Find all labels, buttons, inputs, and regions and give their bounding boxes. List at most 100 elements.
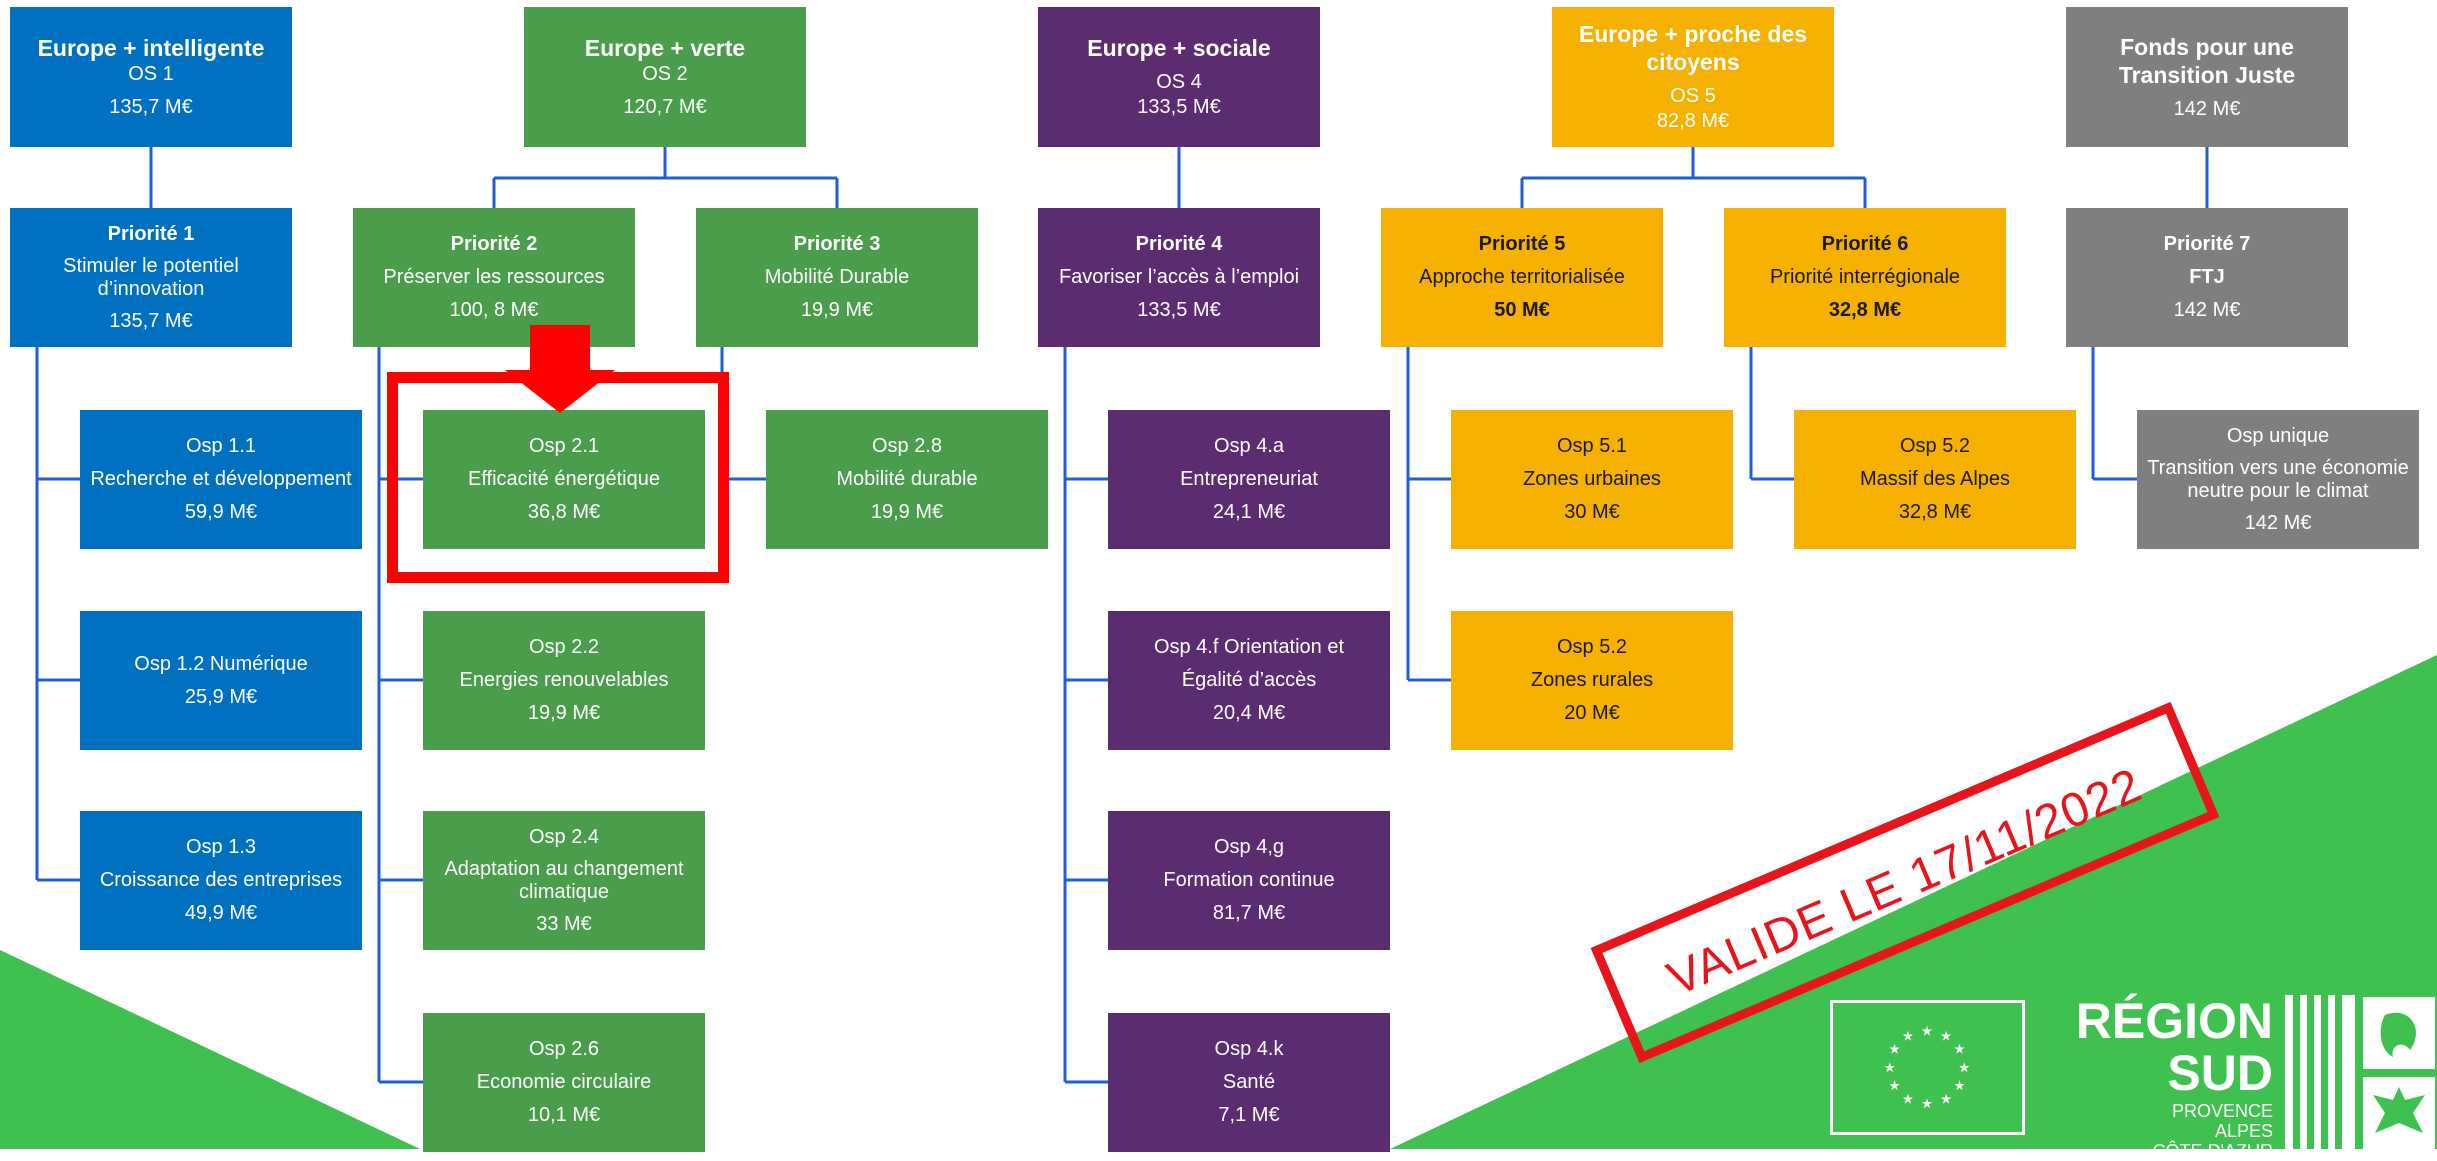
osp-code: Osp 4.a bbox=[1213, 435, 1285, 457]
osp-1-2: Osp 1.2 Numérique 25,9 M€ bbox=[80, 611, 362, 750]
objective-amount: 82,8 M€ bbox=[1656, 110, 1730, 132]
osp-4-a: Osp 4.a Entrepreneuriat 24,1 M€ bbox=[1108, 410, 1390, 549]
osp-2-4: Osp 2.4 Adaptation au changement climati… bbox=[423, 811, 705, 950]
osp-2-1: Osp 2.1 Efficacité énergétique 36,8 M€ bbox=[423, 410, 705, 549]
osp-code: Osp 1.1 bbox=[185, 435, 257, 457]
priority-6: Priorité 6 Priorité interrégionale 32,8 … bbox=[1724, 208, 2006, 347]
priority-title: Priorité 2 bbox=[450, 233, 538, 255]
osp-1-1: Osp 1.1 Recherche et développement 59,9 … bbox=[80, 410, 362, 549]
osp-label: Santé bbox=[1222, 1071, 1276, 1093]
objective-ftj: Fonds pour une Transition Juste 142 M€ bbox=[2066, 7, 2348, 147]
priority-label: Priorité interrégionale bbox=[1769, 266, 1961, 288]
objective-title: Europe + proche des citoyens bbox=[1578, 21, 1808, 75]
osp-code: Osp 2.1 bbox=[528, 435, 600, 457]
svg-text:★: ★ bbox=[1889, 1079, 1901, 1094]
osp-amount: 25,9 M€ bbox=[184, 685, 258, 708]
osp-label: Massif des Alpes bbox=[1859, 468, 2011, 490]
priority-1: Priorité 1 Stimuler le potentiel d’innov… bbox=[10, 208, 292, 347]
osp-amount: 81,7 M€ bbox=[1212, 902, 1286, 924]
priority-title: Priorité 7 bbox=[2163, 233, 2251, 255]
osp-code: Osp 5.1 bbox=[1556, 435, 1628, 457]
svg-text:★: ★ bbox=[1884, 1061, 1896, 1076]
objective-amount: 142 M€ bbox=[2173, 97, 2241, 120]
osp-code: Osp 4.k bbox=[1214, 1038, 1284, 1060]
priority-7: Priorité 7 FTJ 142 M€ bbox=[2066, 208, 2348, 347]
osp-code: Osp 1.3 bbox=[185, 836, 257, 858]
region-title-line2: SUD bbox=[2167, 1045, 2273, 1101]
osp-code: Osp 5.2 bbox=[1556, 636, 1628, 658]
priority-title: Priorité 5 bbox=[1478, 233, 1566, 255]
osp-code: Osp 5.2 bbox=[1899, 435, 1971, 457]
region-sub-line1: PROVENCE bbox=[2171, 1101, 2273, 1121]
priority-4: Priorité 4 Favoriser l’accès à l’emploi … bbox=[1038, 208, 1320, 347]
objective-title: Europe + intelligente bbox=[37, 35, 265, 61]
priority-amount: 133,5 M€ bbox=[1137, 299, 1221, 321]
osp-amount: 33 M€ bbox=[536, 912, 592, 935]
region-subtitle: PROVENCE ALPES CÔTE D'AZUR bbox=[2060, 1101, 2273, 1161]
region-sub-line2: ALPES bbox=[2214, 1121, 2273, 1141]
objective-code: OS 1 bbox=[128, 63, 174, 85]
objective-amount: 135,7 M€ bbox=[109, 96, 193, 118]
priority-title: Priorité 1 bbox=[107, 222, 195, 245]
osp-label: Mobilité durable bbox=[836, 468, 978, 490]
objective-title: Europe + sociale bbox=[1087, 35, 1271, 61]
osp-code: Osp 2.6 bbox=[528, 1038, 600, 1060]
osp-amount: 32,8 M€ bbox=[1898, 501, 1972, 523]
priority-3: Priorité 3 Mobilité Durable 19,9 M€ bbox=[696, 208, 978, 347]
osp-code: Osp 2.4 bbox=[528, 825, 600, 848]
priority-amount: 19,9 M€ bbox=[800, 299, 874, 321]
svg-text:★: ★ bbox=[1954, 1079, 1966, 1094]
priority-amount: 135,7 M€ bbox=[109, 309, 193, 332]
priority-amount: 32,8 M€ bbox=[1828, 299, 1902, 321]
svg-text:★: ★ bbox=[1921, 1024, 1933, 1039]
svg-text:★: ★ bbox=[1902, 1029, 1914, 1044]
objective-code: OS 4 bbox=[1156, 71, 1202, 93]
objective-os4: Europe + sociale OS 4 133,5 M€ bbox=[1038, 7, 1320, 147]
objective-code: OS 5 bbox=[1670, 85, 1716, 107]
osp-label: Croissance des entreprises bbox=[99, 869, 343, 891]
osp-5-2-rural: Osp 5.2 Zones rurales 20 M€ bbox=[1451, 611, 1733, 750]
objective-os1: Europe + intelligente OS 1 135,7 M€ bbox=[10, 7, 292, 147]
region-sub-line3: CÔTE D'AZUR bbox=[2152, 1141, 2273, 1161]
priority-label: Préserver les ressources bbox=[383, 266, 605, 288]
svg-text:★: ★ bbox=[1954, 1043, 1966, 1058]
priority-title: Priorité 3 bbox=[793, 233, 881, 255]
osp-amount: 49,9 M€ bbox=[184, 902, 258, 924]
osp-4-g: Osp 4,g Formation continue 81,7 M€ bbox=[1108, 811, 1390, 950]
osp-label: Zones urbaines bbox=[1523, 468, 1661, 490]
osp-amount: 142 M€ bbox=[2244, 511, 2312, 534]
osp-5-1: Osp 5.1 Zones urbaines 30 M€ bbox=[1451, 410, 1733, 549]
osp-label: Recherche et développement bbox=[90, 468, 352, 490]
priority-amount: 50 M€ bbox=[1494, 299, 1550, 321]
down-arrow-icon bbox=[505, 325, 615, 413]
osp-amount: 59,9 M€ bbox=[184, 501, 258, 523]
osp-amount: 20,4 M€ bbox=[1212, 702, 1286, 724]
objective-amount: 120,7 M€ bbox=[623, 96, 707, 118]
osp-5-2-alpes: Osp 5.2 Massif des Alpes 32,8 M€ bbox=[1794, 410, 2076, 549]
priority-title: Priorité 4 bbox=[1135, 233, 1223, 255]
svg-text:★: ★ bbox=[1958, 1061, 1970, 1076]
priority-label: FTJ bbox=[2189, 266, 2225, 288]
objective-os2: Europe + verte OS 2 120,7 M€ bbox=[524, 7, 806, 147]
priority-amount: 142 M€ bbox=[2173, 299, 2241, 321]
objective-title: Fonds pour une Transition Juste bbox=[2118, 33, 2296, 88]
priority-label: Stimuler le potentiel d’innovation bbox=[63, 254, 239, 300]
osp-label: Égalité d’accès bbox=[1181, 669, 1317, 691]
osp-code: Osp 4,g bbox=[1213, 836, 1285, 858]
osp-label: Economie circulaire bbox=[476, 1071, 652, 1093]
objective-code: OS 2 bbox=[642, 63, 688, 85]
priority-2: Priorité 2 Préserver les ressources 100,… bbox=[353, 208, 635, 347]
priority-title: Priorité 6 bbox=[1821, 233, 1909, 255]
osp-4-f: Osp 4.f Orientation et Égalité d’accès 2… bbox=[1108, 611, 1390, 750]
osp-amount: 19,9 M€ bbox=[527, 702, 601, 724]
priority-label: Favoriser l’accès à l’emploi bbox=[1058, 266, 1300, 288]
eu-flag-icon: ★ ★ ★ ★ ★ ★ ★ ★ ★ ★ ★ ★ bbox=[1830, 1000, 2025, 1135]
osp-code: Osp 4.f Orientation et bbox=[1153, 636, 1345, 658]
objective-title: Europe + verte bbox=[584, 35, 746, 61]
osp-2-2: Osp 2.2 Energies renouvelables 19,9 M€ bbox=[423, 611, 705, 750]
svg-text:★: ★ bbox=[1921, 1097, 1933, 1112]
osp-amount: 10,1 M€ bbox=[527, 1104, 601, 1126]
svg-text:★: ★ bbox=[1940, 1092, 1952, 1107]
osp-1-3: Osp 1.3 Croissance des entreprises 49,9 … bbox=[80, 811, 362, 950]
